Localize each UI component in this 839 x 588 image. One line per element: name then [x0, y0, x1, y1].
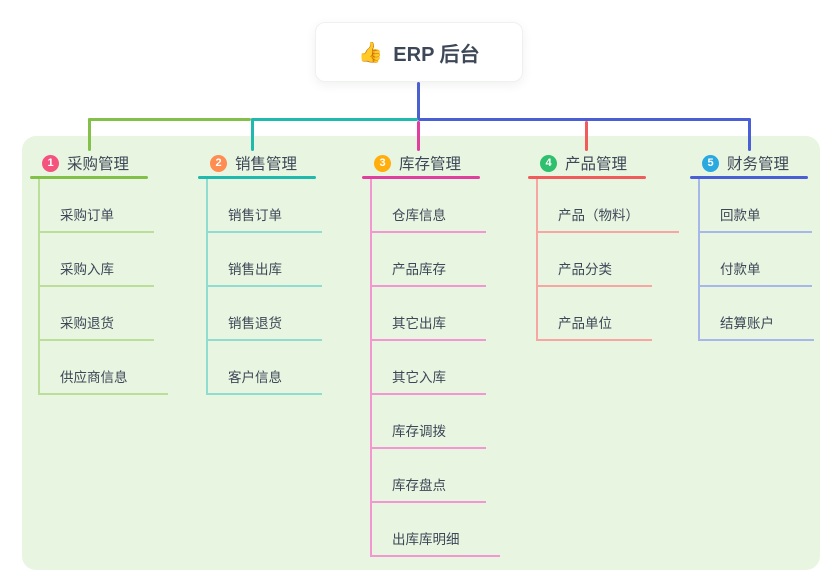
- branch-label: 库存管理: [399, 156, 462, 173]
- node-item-label: 产品单位: [558, 316, 612, 331]
- node-item-label: 库存调拨: [392, 424, 446, 439]
- node-item[interactable]: 仓库信息: [372, 179, 486, 233]
- thumbs-up-icon: 👍: [358, 41, 384, 64]
- connector-drop-branch-5: [748, 118, 751, 151]
- node-item[interactable]: 产品（物料）: [538, 179, 679, 233]
- branch-number-badge: 1: [42, 154, 59, 172]
- branch-inventory: 3 库存管理 仓库信息 产品库存 其它出库 其它入库 库存调拨 库存盘点 出库库…: [362, 150, 500, 557]
- node-item-label: 结算账户: [720, 316, 774, 331]
- node-item[interactable]: 采购退货: [40, 287, 154, 341]
- branch-items: 回款单 付款单 结算账户: [698, 179, 814, 341]
- node-item-label: 产品分类: [558, 262, 612, 277]
- node-item-label: 销售退货: [228, 316, 282, 331]
- node-item-label: 采购入库: [60, 262, 114, 277]
- node-item[interactable]: 回款单: [700, 179, 812, 233]
- node-item[interactable]: 销售出库: [208, 233, 322, 287]
- node-item[interactable]: 采购订单: [40, 179, 154, 233]
- node-item[interactable]: 产品单位: [538, 287, 652, 341]
- node-item-label: 采购订单: [60, 208, 114, 223]
- branch-items: 采购订单 采购入库 采购退货 供应商信息: [38, 179, 168, 395]
- branch-number-badge: 2: [210, 154, 227, 172]
- connector-drop-branch-1: [88, 118, 91, 151]
- branch-label: 销售管理: [235, 156, 298, 173]
- connector-drop-branch-3: [417, 121, 420, 151]
- node-item-label: 其它出库: [392, 316, 446, 331]
- root-connector-line: [417, 82, 420, 120]
- node-item-label: 仓库信息: [392, 208, 446, 223]
- node-item[interactable]: 其它出库: [372, 287, 486, 341]
- connector-horizontal-branch-1: [88, 118, 251, 121]
- connector-drop-branch-2: [251, 118, 254, 151]
- node-item-label: 产品（物料）: [558, 208, 639, 223]
- branch-underline: [362, 176, 480, 179]
- node-item[interactable]: 出库库明细: [372, 503, 500, 557]
- branch-items: 产品（物料） 产品分类 产品单位: [536, 179, 679, 341]
- branch-items: 仓库信息 产品库存 其它出库 其它入库 库存调拨 库存盘点 出库库明细: [370, 179, 500, 557]
- node-item-label: 付款单: [720, 262, 761, 277]
- node-item-label: 回款单: [720, 208, 761, 223]
- node-item[interactable]: 供应商信息: [40, 341, 168, 395]
- branches-background-panel: [22, 136, 820, 570]
- root-title: ERP 后台: [393, 43, 480, 66]
- branch-label: 产品管理: [565, 156, 628, 173]
- branch-number-badge: 4: [540, 154, 557, 172]
- branch-product: 4 产品管理 产品（物料） 产品分类 产品单位: [528, 150, 679, 341]
- node-item-label: 销售订单: [228, 208, 282, 223]
- node-item-label: 库存盘点: [392, 478, 446, 493]
- node-item-label: 产品库存: [392, 262, 446, 277]
- root-node[interactable]: 👍 ERP 后台: [315, 22, 523, 82]
- branch-underline: [30, 176, 148, 179]
- branch-label: 财务管理: [727, 156, 790, 173]
- node-item-label: 供应商信息: [60, 370, 128, 385]
- node-item[interactable]: 客户信息: [208, 341, 322, 395]
- branch-header[interactable]: 1 采购管理: [30, 150, 148, 176]
- connector-horizontal-branch-2: [251, 118, 418, 121]
- node-item[interactable]: 销售订单: [208, 179, 322, 233]
- branch-header[interactable]: 5 财务管理: [690, 150, 808, 176]
- node-item-label: 采购退货: [60, 316, 114, 331]
- branch-items: 销售订单 销售出库 销售退货 客户信息: [206, 179, 322, 395]
- node-item[interactable]: 付款单: [700, 233, 812, 287]
- branch-finance: 5 财务管理 回款单 付款单 结算账户: [690, 150, 814, 341]
- branch-underline: [528, 176, 646, 179]
- connector-horizontal-branch-5: [418, 118, 751, 121]
- node-item-label: 出库库明细: [392, 532, 460, 547]
- branch-underline: [690, 176, 808, 179]
- branch-header[interactable]: 4 产品管理: [528, 150, 646, 176]
- branch-header[interactable]: 2 销售管理: [198, 150, 316, 176]
- node-item[interactable]: 产品库存: [372, 233, 486, 287]
- branch-underline: [198, 176, 316, 179]
- node-item[interactable]: 产品分类: [538, 233, 652, 287]
- branch-header[interactable]: 3 库存管理: [362, 150, 480, 176]
- node-item[interactable]: 结算账户: [700, 287, 814, 341]
- branch-purchase: 1 采购管理 采购订单 采购入库 采购退货 供应商信息: [30, 150, 168, 395]
- node-item-label: 其它入库: [392, 370, 446, 385]
- node-item[interactable]: 采购入库: [40, 233, 154, 287]
- branch-number-badge: 3: [374, 154, 391, 172]
- node-item[interactable]: 销售退货: [208, 287, 322, 341]
- node-item-label: 客户信息: [228, 370, 282, 385]
- branch-label: 采购管理: [67, 156, 130, 173]
- node-item[interactable]: 其它入库: [372, 341, 486, 395]
- connector-drop-branch-4: [585, 121, 588, 151]
- branch-sales: 2 销售管理 销售订单 销售出库 销售退货 客户信息: [198, 150, 322, 395]
- node-item[interactable]: 库存盘点: [372, 449, 486, 503]
- node-item-label: 销售出库: [228, 262, 282, 277]
- branch-number-badge: 5: [702, 154, 719, 172]
- node-item[interactable]: 库存调拨: [372, 395, 486, 449]
